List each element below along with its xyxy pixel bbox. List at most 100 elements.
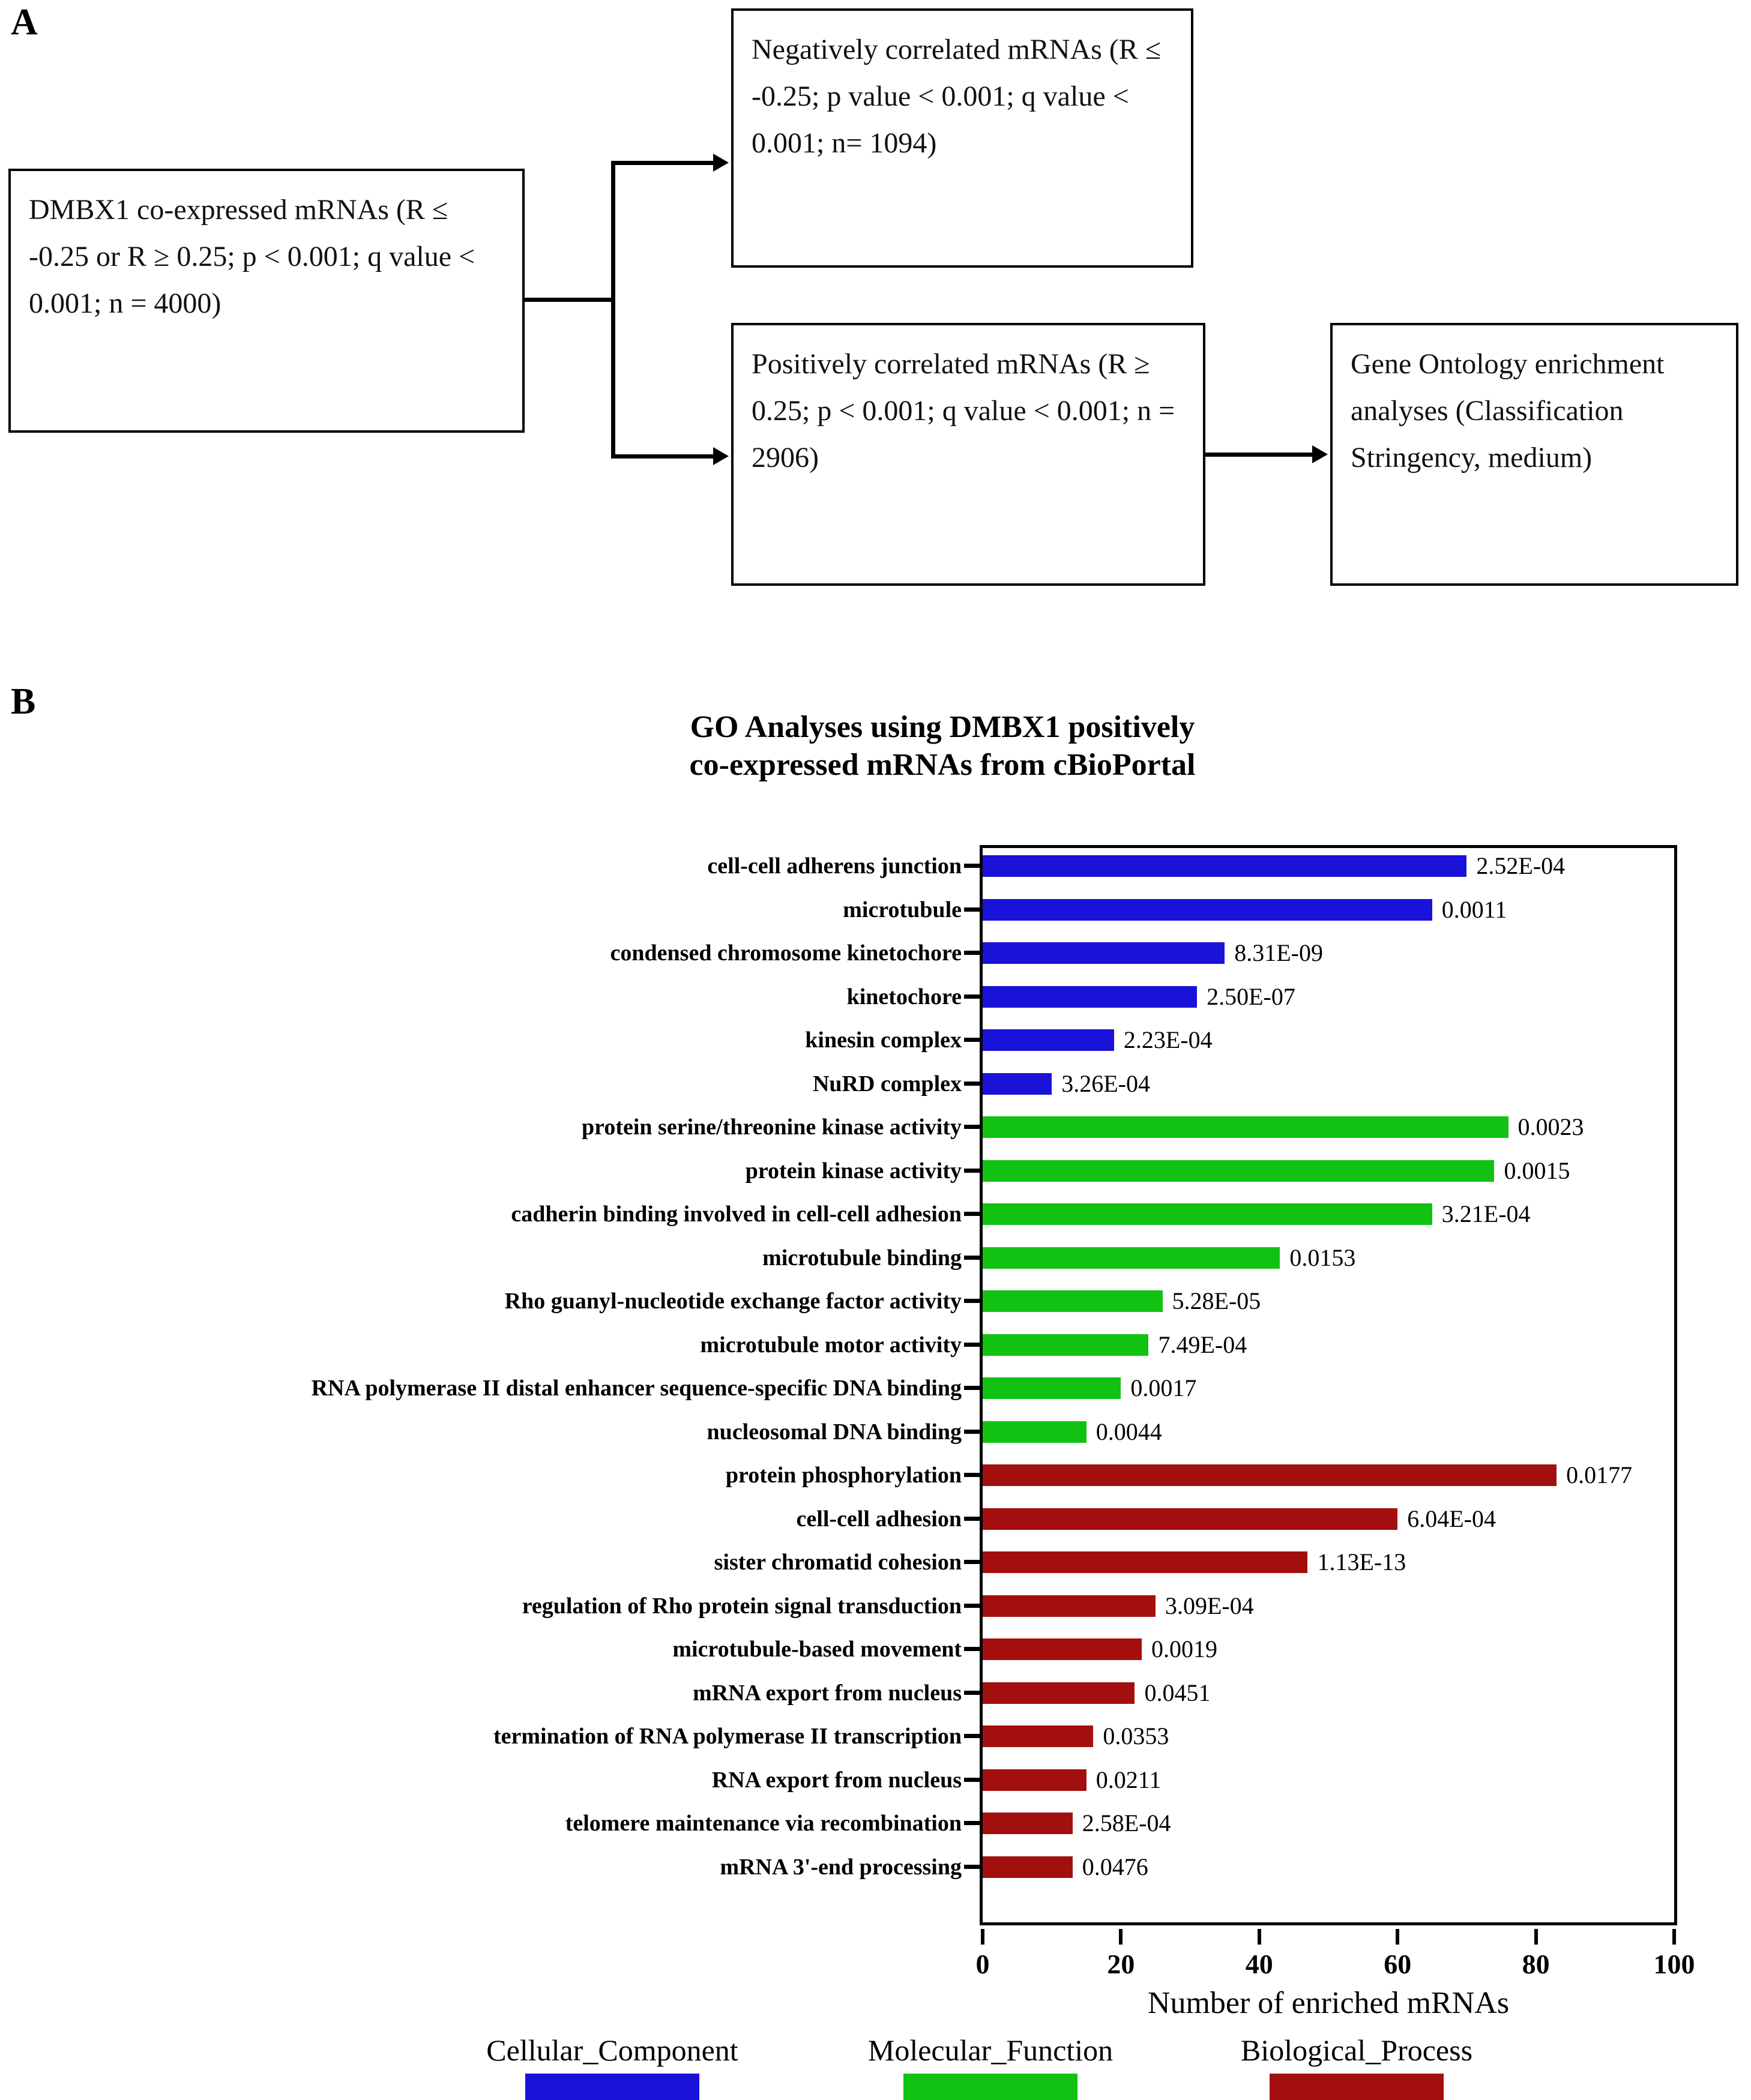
panel-b-chart: B GO Analyses using DMBX1 positively co-…	[0, 654, 1751, 2100]
bar-category-label: mRNA export from nucleus	[693, 1680, 962, 1706]
connector-source-horizontal	[525, 298, 615, 302]
y-axis-tick	[964, 1299, 980, 1303]
x-axis-tick	[1396, 1929, 1400, 1945]
bar-category-label: microtubule	[843, 897, 962, 922]
bar	[983, 1595, 1156, 1617]
y-axis-tick	[964, 864, 980, 868]
x-axis-tick	[1119, 1929, 1123, 1945]
y-axis-tick	[964, 1386, 980, 1390]
legend-label-molecular-function: Molecular_Function	[867, 2033, 1114, 2067]
bar-value-label: 0.0476	[1082, 1853, 1148, 1880]
flow-box-negatively-correlated: Negatively correlated mRNAs (R ≤ -0.25; …	[731, 8, 1193, 268]
bar-rows-container: cell-cell adherens junction 2.52E-04 micro…	[0, 654, 1751, 2094]
bar	[983, 1377, 1121, 1399]
bar-value-label: 7.49E-04	[1158, 1331, 1247, 1358]
connector-to-positive	[611, 454, 714, 459]
y-axis-tick	[964, 1081, 980, 1086]
bar-row: kinetochore 2.50E-07	[0, 980, 1751, 1014]
bar	[983, 1725, 1094, 1747]
x-axis-tick	[981, 1929, 984, 1945]
bar-value-label: 2.50E-07	[1207, 982, 1295, 1010]
bar-row: microtubule motor activity 7.49E-04	[0, 1328, 1751, 1362]
bar-value-label: 3.09E-04	[1165, 1592, 1254, 1619]
y-axis-tick	[964, 994, 980, 999]
y-axis-tick	[964, 1821, 980, 1825]
panel-a-flowchart: A DMBX1 co-expressed mRNAs (R ≤ -0.25 or…	[0, 0, 1751, 648]
y-axis-tick	[964, 1342, 980, 1347]
bar-value-label: 3.21E-04	[1441, 1200, 1531, 1227]
bar-category-label: telomere maintenance via recombination	[565, 1811, 962, 1836]
legend-label-biological-process: Biological_Process	[1240, 2033, 1473, 2067]
bar-value-label: 6.04E-04	[1407, 1505, 1496, 1532]
y-axis-tick	[964, 951, 980, 955]
bar-value-label: 2.23E-04	[1123, 1026, 1213, 1053]
y-axis-tick	[964, 1473, 980, 1477]
bar-row: termination of RNA polymerase II transcr…	[0, 1719, 1751, 1753]
bar-category-label: cell-cell adherens junction	[707, 853, 962, 879]
bar	[983, 1073, 1052, 1095]
bar-category-label: microtubule motor activity	[700, 1332, 962, 1358]
bar-value-label: 0.0015	[1504, 1157, 1570, 1184]
bar-row: cell-cell adherens junction 2.52E-04	[0, 849, 1751, 883]
y-axis-tick	[964, 1516, 980, 1521]
chart-title: GO Analyses using DMBX1 positively co-ex…	[624, 708, 1261, 784]
bar-category-label: NuRD complex	[812, 1071, 962, 1097]
bar-value-label: 0.0451	[1144, 1679, 1211, 1706]
bar-value-label: 0.0153	[1289, 1244, 1356, 1271]
legend-swatch-cellular-component	[525, 2073, 699, 2100]
bar-value-label: 0.0353	[1103, 1722, 1169, 1749]
y-axis-tick	[964, 1603, 980, 1608]
bar-row: mRNA export from nucleus 0.0451	[0, 1676, 1751, 1710]
y-axis-tick	[964, 1690, 980, 1695]
y-axis-tick	[964, 1560, 980, 1564]
bar	[983, 1813, 1073, 1834]
panel-b-letter: B	[11, 681, 36, 722]
bar	[983, 985, 1198, 1008]
bar-value-label: 0.0017	[1130, 1374, 1197, 1401]
bar	[983, 1334, 1149, 1356]
bar	[983, 1421, 1086, 1443]
legend-label-cellular-component: Cellular_Component	[486, 2033, 738, 2067]
bar	[983, 1638, 1142, 1660]
bar	[983, 1682, 1135, 1704]
bar	[983, 1464, 1557, 1486]
x-axis-tick-label: 60	[1384, 1949, 1412, 1979]
chart-legend: Cellular_Component Molecular_Function Bi…	[420, 2033, 1681, 2100]
bar	[983, 942, 1225, 964]
bar-value-label: 2.52E-04	[1476, 852, 1566, 879]
bar-value-label: 0.0023	[1517, 1113, 1584, 1140]
arrow-head-to-negative	[713, 154, 729, 172]
bar-category-label: protein kinase activity	[745, 1158, 962, 1184]
connector-positive-to-go	[1205, 453, 1313, 457]
x-axis-tick	[1672, 1929, 1676, 1945]
chart-title-line-2: co-expressed mRNAs from cBioPortal	[689, 748, 1196, 783]
bar-category-label: kinetochore	[846, 984, 962, 1009]
bar-category-label: cadherin binding involved in cell-cell a…	[511, 1202, 962, 1227]
bar-category-label: condensed chromosome kinetochore	[610, 940, 962, 966]
y-axis-tick	[964, 1168, 980, 1173]
bar-value-label: 0.0011	[1441, 895, 1507, 923]
x-axis-title: Number of enriched mRNAs	[1147, 1986, 1510, 2020]
y-axis-tick	[964, 1864, 980, 1869]
panel-a-letter: A	[11, 2, 38, 43]
bar-category-label: Rho guanyl-nucleotide exchange factor ac…	[504, 1289, 962, 1314]
x-axis-tick	[1257, 1929, 1261, 1945]
connector-to-negative	[611, 161, 714, 165]
x-axis-tick	[1534, 1929, 1538, 1945]
y-axis-tick	[964, 907, 980, 912]
bar	[983, 1029, 1114, 1051]
x-axis-tick-label: 40	[1245, 1949, 1273, 1979]
bar-row: regulation of Rho protein signal transdu…	[0, 1589, 1751, 1623]
bar	[983, 1247, 1280, 1269]
bar	[983, 1203, 1432, 1225]
y-axis-tick	[964, 1777, 980, 1782]
bar-category-label: protein phosphorylation	[725, 1463, 962, 1488]
